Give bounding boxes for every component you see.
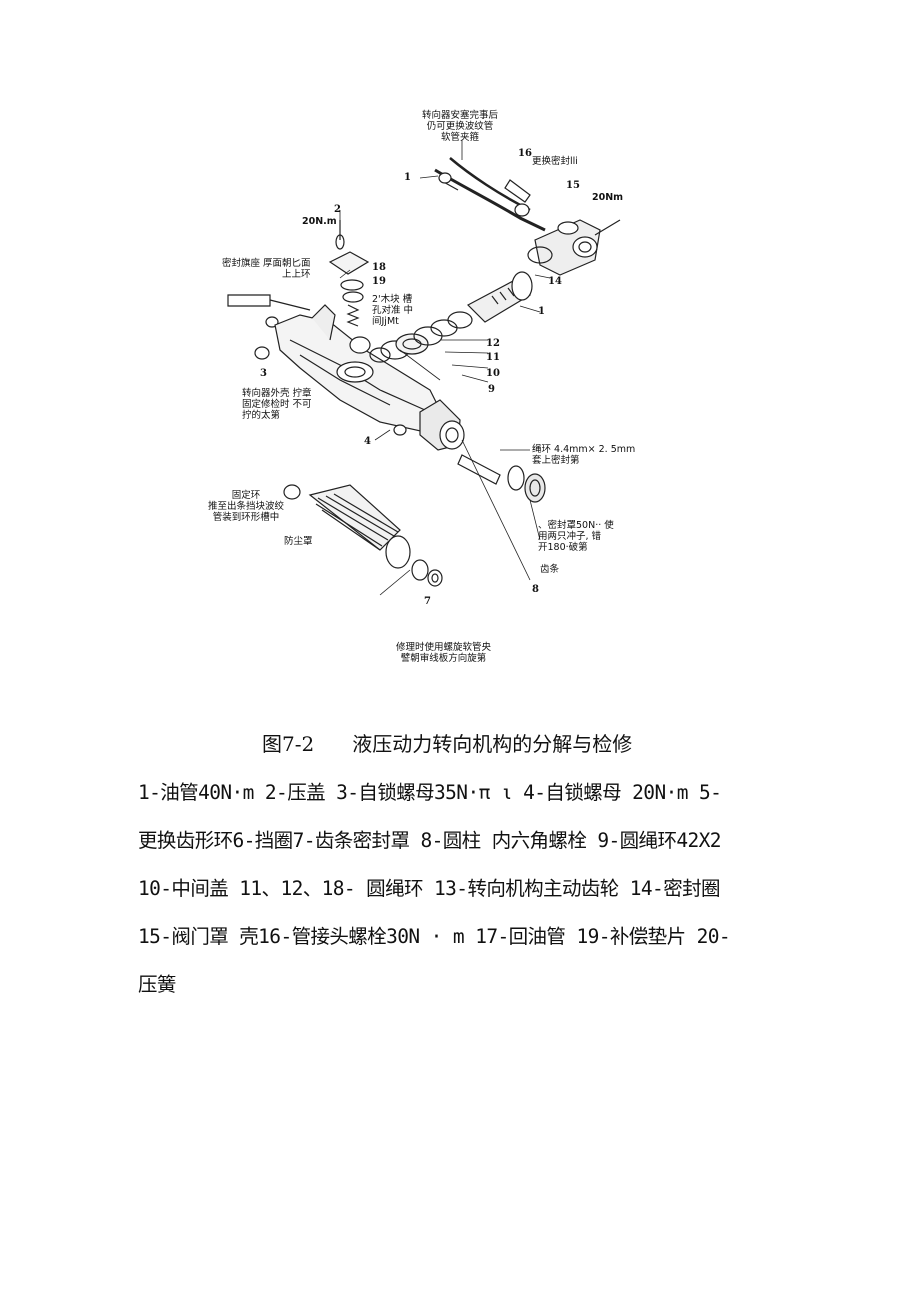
part-number: 12 xyxy=(486,338,500,349)
part-number: 7 xyxy=(424,596,431,607)
top-note: 转向器安塞完事后 仍可更换波纹管 软管夹箍 xyxy=(422,110,499,143)
part-number: 4 xyxy=(364,436,371,447)
legend-line: 1-油管40N·m 2-压盖 3-自锁螺母35N·π ι 4-自锁螺母 20N·… xyxy=(138,781,722,804)
torque-20nm-left: 20N.m xyxy=(302,216,337,227)
part-number: 11 xyxy=(486,352,500,363)
legend-line: 15-阀门罩 壳16-管接头螺栓30N · m 17-回油管 19-补偿垫片 2… xyxy=(138,925,731,948)
replace-seal-label: 更换密封lli xyxy=(532,156,578,167)
part-number: 1 xyxy=(538,306,545,317)
legend-line: 更换齿形环6-挡圈7-齿条密封罩 8-圆柱 内六角螺栓 9-圆绳环42X2 xyxy=(138,829,722,852)
part-number: 19 xyxy=(372,276,386,287)
part-number: 3 xyxy=(260,368,267,379)
rack-label: 齿条 xyxy=(540,564,560,575)
wood-block-note: 2'木块 槽 孔对准 中 间JjMt xyxy=(372,294,414,327)
torque-20nm-right: 20Nm xyxy=(592,192,624,203)
steering-gear-drawing xyxy=(227,140,621,596)
housing-note: 转向器外壳 拧章 固定修检时 不可 拧的太第 xyxy=(242,388,312,421)
legend-line: 10-中间盖 11、12、18- 圆绳环 13-转向机构主动齿轮 14-密封圈 xyxy=(138,877,721,900)
retaining-ring-note: 固定环 推至出条挡块波绞 管装到环形槽中 xyxy=(208,490,285,523)
seal-seat-note: 密封旗座 厚面朝匕面 上上环 xyxy=(222,258,311,280)
o-ring-note: 绳环 4.4mm× 2. 5mm 套上密封第 xyxy=(532,444,636,466)
part-number: 9 xyxy=(488,384,495,395)
figure-number: 图7-2 xyxy=(262,732,315,756)
figure-caption: 图7-2 液压动力转向机构的分解与检修 xyxy=(262,728,632,757)
part-number: 16 xyxy=(518,148,532,159)
part-number: 1 xyxy=(404,172,411,183)
part-number: 14 xyxy=(548,276,562,287)
seal-cover-note: 、密封罩50N·· 使 用两只冲子, 错 开180·破第 xyxy=(538,520,614,553)
legend-line: 压簧 xyxy=(138,973,176,996)
part-number: 10 xyxy=(486,368,500,379)
part-number: 8 xyxy=(532,584,539,595)
dust-cover-label: 防尘罩 xyxy=(284,536,313,547)
exploded-diagram: 转向器安塞完事后 仍可更换波纹管 软管夹箍 更换密封lli 20Nm 20N.m… xyxy=(200,100,680,680)
part-number: 18 xyxy=(372,262,386,273)
part-number: 15 xyxy=(566,180,580,191)
figure-title: 液压动力转向机构的分解与检修 xyxy=(352,732,633,756)
part-number: 2 xyxy=(334,204,341,215)
bottom-note: 修理时使用螺旋软管央 譬朝审线板方向旋第 xyxy=(396,642,492,664)
